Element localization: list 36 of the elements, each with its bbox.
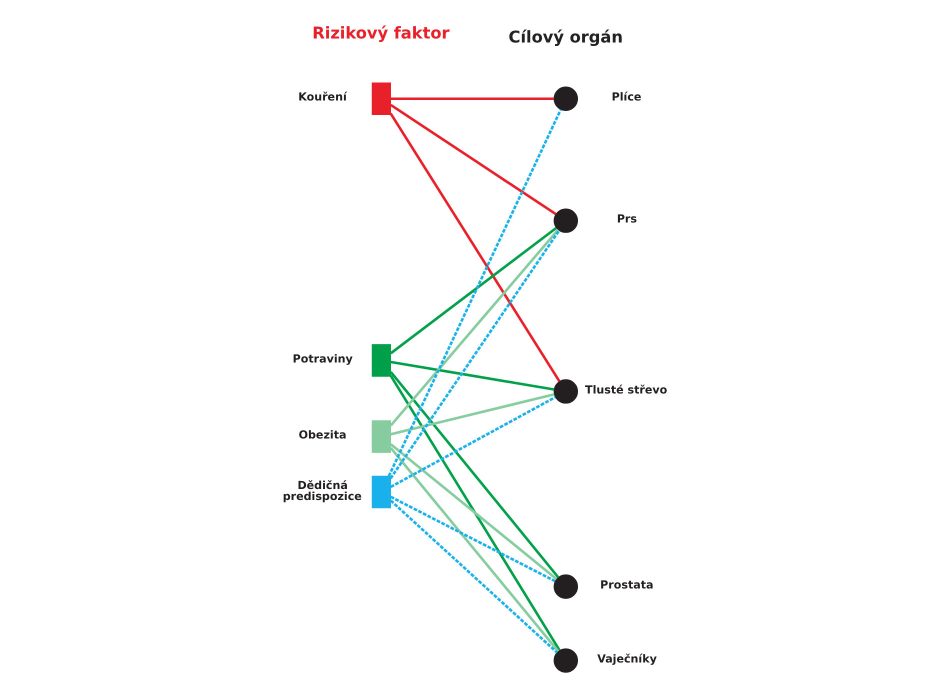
label: Rizikový faktor: [312, 24, 450, 43]
node-label: Vaječníky: [597, 652, 657, 666]
node-label: Kouření: [298, 90, 347, 104]
node-circle: [554, 86, 578, 111]
node-label: Obezita: [298, 428, 346, 442]
node-label: Tlusté střevo: [585, 383, 668, 396]
connector: [390, 371, 560, 578]
node-label: Plíce: [612, 90, 642, 104]
connector: [390, 447, 560, 652]
connector: [390, 443, 558, 580]
node-circle: [554, 208, 578, 233]
connector: [390, 226, 557, 354]
connector: [390, 104, 556, 216]
label: Cílový orgán: [508, 27, 623, 46]
connector: [390, 496, 556, 582]
node-label: Prs: [616, 212, 638, 226]
node-box: [372, 420, 391, 453]
connector: [390, 112, 561, 382]
connector: [390, 230, 560, 480]
connector: [390, 228, 560, 426]
node-circle: [554, 574, 578, 599]
node-circle: [554, 379, 578, 404]
connector: [388, 109, 562, 477]
connector: [390, 97, 554, 100]
node-box: [372, 344, 391, 377]
node-label: Prostata: [600, 578, 654, 592]
node-circle: [554, 648, 578, 673]
connector: [390, 374, 561, 651]
node-label: Dědičná predispozice: [282, 479, 362, 504]
connector: [390, 396, 556, 488]
node-box: [372, 82, 391, 115]
connector: [390, 500, 558, 654]
node-box: [372, 476, 391, 508]
connector: [390, 393, 554, 436]
connector: [390, 360, 554, 391]
node-label: Potraviny: [292, 352, 353, 366]
